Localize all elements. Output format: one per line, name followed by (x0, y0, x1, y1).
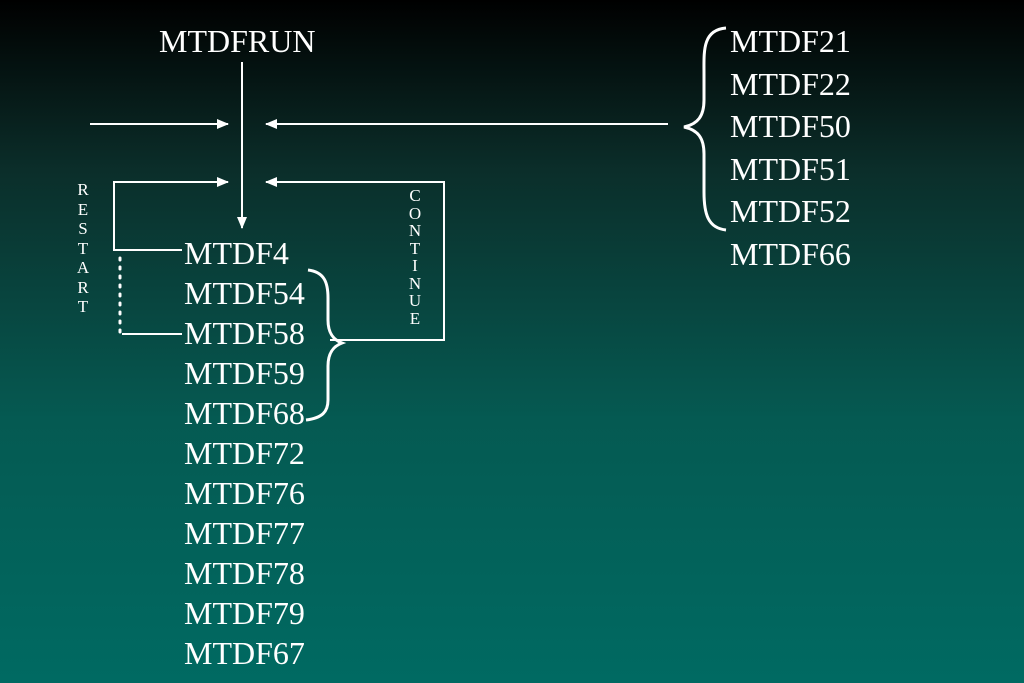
continue-letter: N (408, 273, 422, 293)
group-brace (305, 268, 347, 422)
continue-letter: E (409, 308, 421, 328)
main-list-item: MTDF59 (184, 355, 305, 391)
restart-loop (113, 177, 229, 251)
continue-letter: I (412, 256, 418, 275)
continue-letter: C (409, 186, 421, 205)
main-list-item: MTDF54 (184, 275, 305, 311)
top-label: MTDFRUN (159, 23, 316, 59)
main-list-item: MTDF67 (184, 635, 305, 671)
right-list-item: MTDF52 (730, 193, 851, 229)
right-list-item: MTDF66 (730, 235, 851, 272)
restart-letter: A (76, 258, 90, 277)
restart-letter: S (78, 219, 88, 238)
main-list-item: MTDF68 (184, 395, 305, 431)
main-list-item: MTDF72 (184, 435, 305, 471)
restart-letter: R (77, 180, 89, 199)
main-list-item: MTDF77 (184, 515, 305, 551)
right-list-item: MTDF51 (730, 150, 851, 187)
main-list-item: MTDF79 (184, 595, 305, 631)
continue-loop (265, 177, 445, 341)
continue-letter: T (409, 238, 421, 258)
continue-letter: N (408, 221, 422, 240)
restart-letter: R (77, 277, 89, 297)
restart-letter: T (77, 297, 89, 316)
main-list-item: MTDF76 (184, 475, 305, 511)
right-list-item: MTDF50 (730, 108, 851, 144)
main-list-item: MTDF78 (184, 555, 305, 591)
restart-letter: E (77, 199, 89, 219)
right-list-brace (683, 26, 727, 232)
right-list-item: MTDF21 (730, 23, 851, 59)
continue-letter: O (408, 203, 422, 223)
continue-letter: U (408, 291, 422, 310)
main-list-item: MTDF4 (184, 235, 289, 271)
main-list-item: MTDF58 (184, 315, 305, 351)
right-list-item: MTDF22 (730, 65, 851, 102)
restart-letter: T (77, 238, 89, 258)
